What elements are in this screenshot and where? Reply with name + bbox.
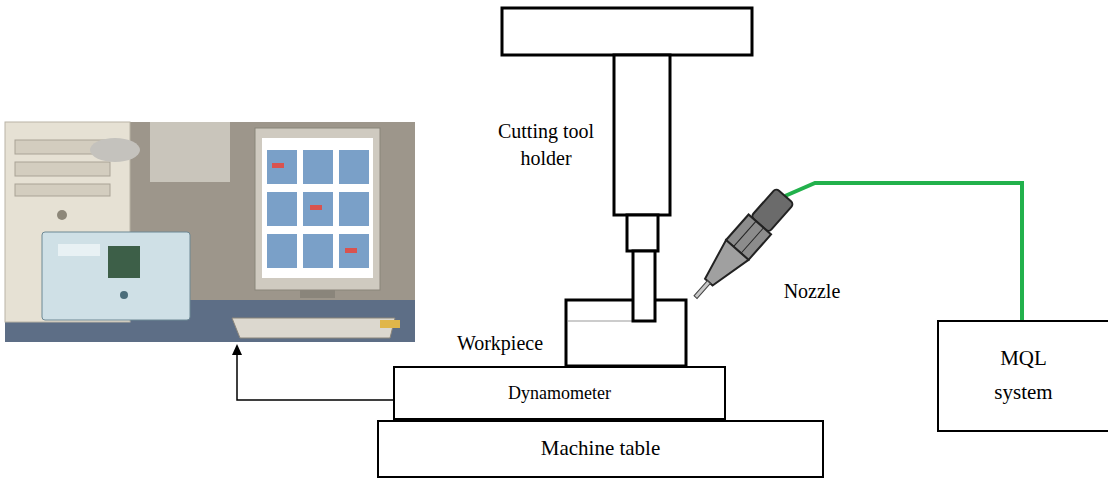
workpiece-block [566, 251, 686, 366]
computer-photo [5, 122, 415, 342]
part-label: Workpiece [440, 330, 560, 357]
arrow-head [232, 344, 242, 355]
nozzle-symbol [684, 186, 796, 307]
part-label: Nozzle [772, 278, 852, 305]
dynamometer-box: Dynamometer [393, 366, 726, 420]
cutting-tool [633, 251, 655, 321]
mql-system-box: MQL system [937, 320, 1108, 432]
box-label: Dynamometer [508, 379, 611, 408]
machine-table-box: Machine table [377, 420, 824, 478]
box-label: Machine table [541, 432, 661, 466]
box-label: MQL system [984, 342, 1064, 409]
signal-line [237, 353, 393, 400]
part-label: Cutting tool holder [478, 118, 614, 172]
